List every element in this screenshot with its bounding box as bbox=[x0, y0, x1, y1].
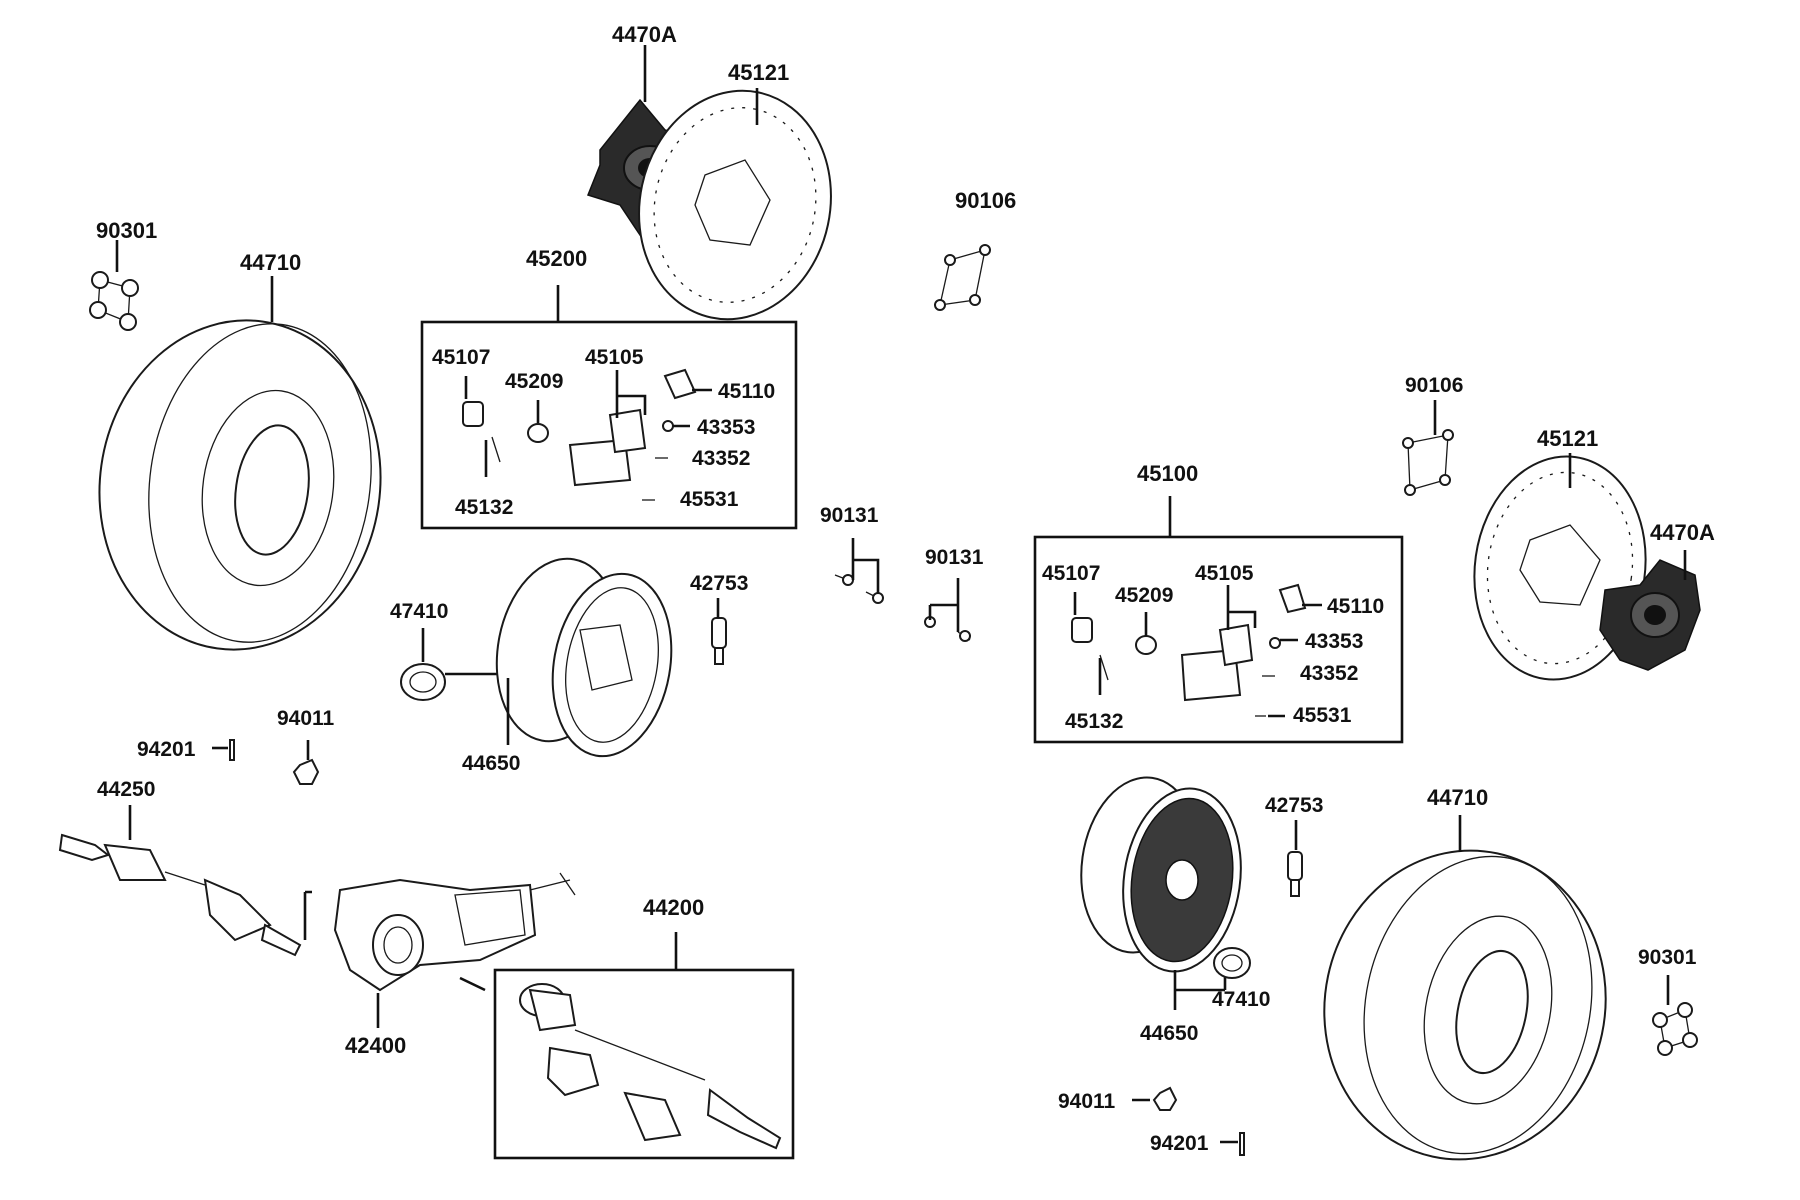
label-cl-43353: 43353 bbox=[697, 416, 755, 439]
label-cr-45105: 45105 bbox=[1195, 562, 1254, 585]
gearbox bbox=[333, 872, 576, 992]
label-bolts-right: 90106 bbox=[1405, 374, 1463, 397]
label-tire-left: 44710 bbox=[240, 250, 301, 275]
label-bolt-90131b: 90131 bbox=[925, 546, 984, 569]
bolt-set-top bbox=[934, 244, 991, 311]
label-axle-left: 44250 bbox=[97, 778, 155, 801]
rim-right bbox=[1080, 776, 1242, 973]
drive-axle-left bbox=[58, 833, 302, 957]
cotter-pin-right bbox=[1220, 1132, 1245, 1156]
label-cap-left: 47410 bbox=[390, 600, 448, 623]
rim-left bbox=[495, 557, 673, 758]
label-axle-kit: 44200 bbox=[643, 895, 704, 920]
lug-nut-set-left bbox=[89, 271, 139, 331]
label-nut-right: 94011 bbox=[1058, 1090, 1116, 1113]
label-cr-45110: 45110 bbox=[1327, 595, 1384, 618]
label-valve-left: 42753 bbox=[690, 572, 748, 595]
caliper-kit-left-parts bbox=[462, 368, 697, 501]
label-cr-43352: 43352 bbox=[1300, 662, 1358, 685]
label-cr-45107: 45107 bbox=[1042, 562, 1100, 585]
label-pin-left: 94201 bbox=[137, 738, 196, 761]
wheel-hub-right bbox=[1599, 559, 1701, 671]
center-cap-left bbox=[400, 663, 446, 701]
label-cl-45110: 45110 bbox=[718, 380, 775, 403]
label-caliper-right: 45100 bbox=[1137, 461, 1198, 486]
label-tire-right: 44710 bbox=[1427, 785, 1488, 810]
label-cl-45132: 45132 bbox=[455, 496, 513, 519]
tire-right bbox=[1323, 849, 1607, 1161]
label-disc-top: 45121 bbox=[728, 60, 789, 85]
caliper-kit-right-box bbox=[1033, 535, 1404, 744]
label-disc-right: 45121 bbox=[1537, 426, 1598, 451]
label-cr-45132: 45132 bbox=[1065, 710, 1123, 733]
label-hub-right: 4470A bbox=[1650, 520, 1715, 545]
bolt-set-right bbox=[1402, 429, 1454, 496]
brake-disc-top bbox=[638, 89, 832, 321]
label-rim-left: 44650 bbox=[462, 752, 520, 775]
axle-kit-box bbox=[493, 968, 795, 1160]
hex-nut-right bbox=[1152, 1086, 1178, 1111]
label-bolt-90131a: 90131 bbox=[820, 504, 879, 527]
label-lugs-left: 90301 bbox=[96, 218, 157, 243]
label-cr-45531: 45531 bbox=[1293, 704, 1352, 727]
label-valve-right: 42753 bbox=[1265, 794, 1323, 817]
label-gearbox: 42400 bbox=[345, 1033, 406, 1058]
label-cap-right: 47410 bbox=[1212, 988, 1270, 1011]
valve-stem-right bbox=[1287, 851, 1303, 897]
label-caliper-left: 45200 bbox=[526, 246, 587, 271]
cotter-pin-left bbox=[212, 739, 235, 761]
label-bolts-top: 90106 bbox=[955, 188, 1016, 213]
bolt-pair-b bbox=[924, 616, 971, 642]
label-pin-right: 94201 bbox=[1150, 1132, 1209, 1155]
label-cl-45209: 45209 bbox=[505, 370, 563, 393]
label-hub-top: 4470A bbox=[612, 22, 677, 47]
label-cl-43352: 43352 bbox=[692, 447, 750, 470]
caliper-kit-left-box bbox=[420, 320, 798, 530]
label-cr-45209: 45209 bbox=[1115, 584, 1173, 607]
tire-left bbox=[98, 319, 382, 651]
label-cr-43353: 43353 bbox=[1305, 630, 1363, 653]
axle-kit-parts bbox=[519, 983, 782, 1150]
lug-nut-set-right bbox=[1652, 1002, 1698, 1056]
label-rim-right: 44650 bbox=[1140, 1022, 1198, 1045]
label-cl-45531: 45531 bbox=[680, 488, 739, 511]
label-lugs-right: 90301 bbox=[1638, 946, 1697, 969]
valve-stem-left bbox=[711, 617, 727, 665]
label-cl-45107: 45107 bbox=[432, 346, 490, 369]
bolt-pair-a bbox=[834, 574, 884, 604]
label-nut-left: 94011 bbox=[277, 707, 335, 730]
caliper-kit-right-parts bbox=[1071, 583, 1307, 717]
label-cl-45105: 45105 bbox=[585, 346, 644, 369]
center-cap-right bbox=[1213, 947, 1251, 979]
hex-nut-left bbox=[292, 758, 320, 785]
